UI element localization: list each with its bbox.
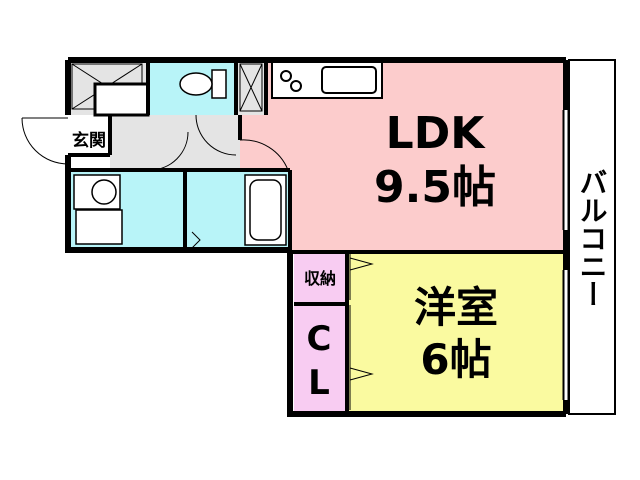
western-room	[347, 252, 565, 412]
storage-space	[294, 252, 347, 304]
hall-door	[239, 139, 289, 171]
western-label: 洋室	[414, 283, 498, 332]
closet-label-bottom: L	[308, 363, 330, 403]
entrance-door	[21, 117, 69, 165]
kitchen-counter	[271, 61, 383, 99]
bathtub-icon	[244, 174, 287, 246]
entrance-label: 玄関	[72, 130, 106, 151]
toilet-icon	[179, 69, 227, 99]
entrance-floor	[68, 115, 110, 155]
closet-space	[294, 304, 347, 412]
ldk-size: 9.5帖	[374, 162, 496, 213]
closet-label-top: C	[307, 319, 332, 359]
storage-label: 収納	[304, 269, 336, 288]
toilet-door	[195, 114, 237, 156]
ldk-label: LDK	[386, 108, 487, 159]
western-size: 6帖	[420, 335, 491, 384]
balcony-area	[568, 59, 616, 415]
inner-walls	[68, 60, 566, 414]
hallway	[110, 115, 240, 170]
balcony-label: バルコニー	[576, 168, 609, 308]
washroom-door	[149, 131, 189, 171]
washbasin-icon	[73, 174, 123, 245]
closet-door-mark	[349, 367, 374, 381]
storage-door-mark	[349, 257, 374, 271]
